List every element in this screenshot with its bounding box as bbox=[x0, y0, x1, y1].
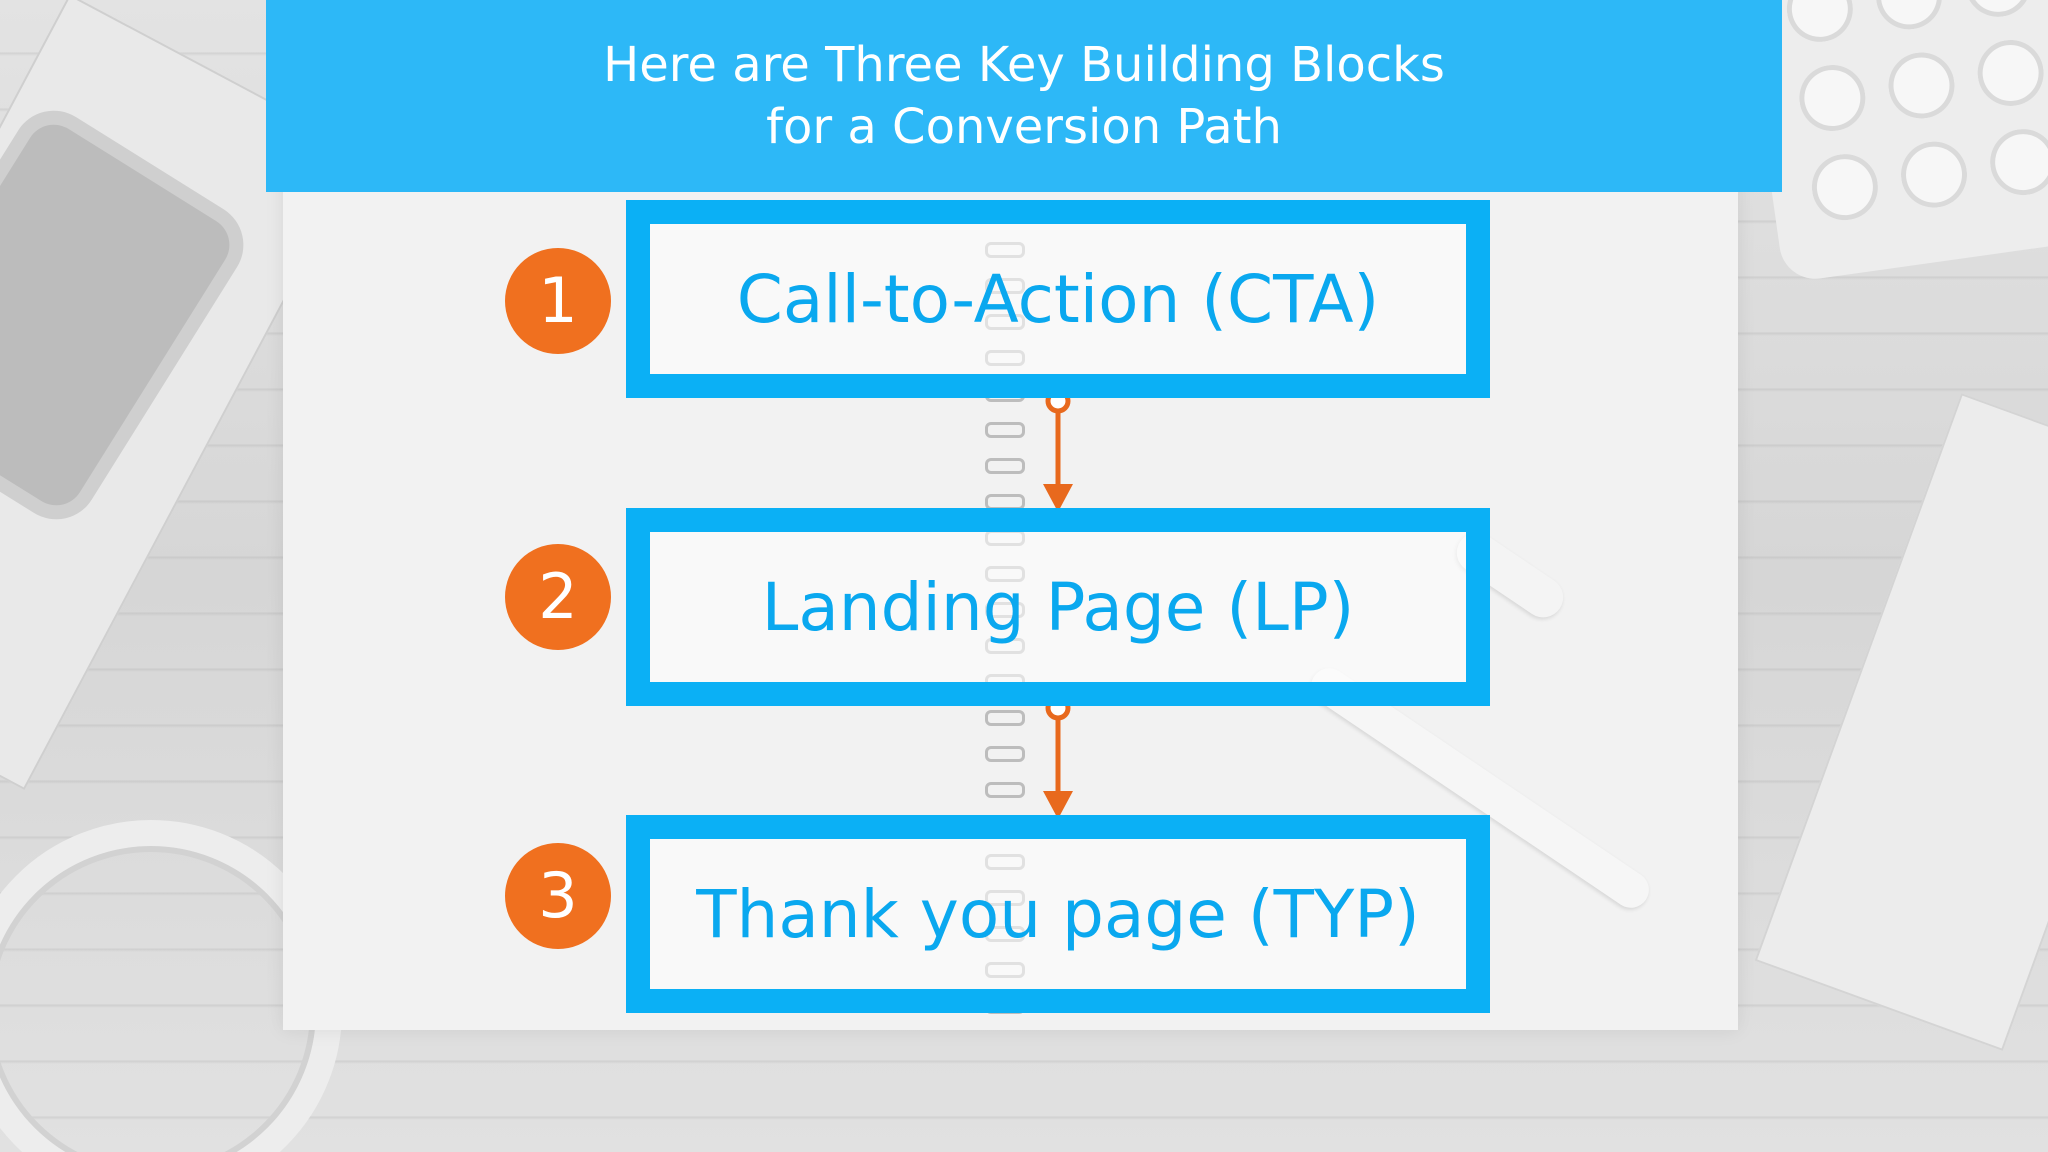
paint-palette-image bbox=[1738, 0, 2048, 284]
step-box-typ: Thank you page (TYP) bbox=[626, 815, 1490, 1013]
step-number: 3 bbox=[538, 859, 578, 932]
spiral-ring bbox=[985, 458, 1025, 474]
title-line-1: Here are Three Key Building Blocks bbox=[603, 37, 1445, 93]
spiral-ring bbox=[985, 710, 1025, 726]
title-banner: Here are Three Key Building Blocks for a… bbox=[266, 0, 1782, 192]
step-number-badge: 1 bbox=[505, 248, 611, 354]
step-label: Thank you page (TYP) bbox=[696, 875, 1420, 953]
title-line-2: for a Conversion Path bbox=[766, 99, 1282, 155]
step-number: 2 bbox=[538, 560, 578, 633]
step-number: 1 bbox=[538, 264, 578, 337]
spiral-ring bbox=[985, 746, 1025, 762]
step-label: Landing Page (LP) bbox=[761, 568, 1355, 646]
spiral-ring bbox=[985, 422, 1025, 438]
spiral-ring bbox=[985, 782, 1025, 798]
step-number-badge: 3 bbox=[505, 843, 611, 949]
step-label: Call-to-Action (CTA) bbox=[736, 260, 1380, 338]
step-box-cta: Call-to-Action (CTA) bbox=[626, 200, 1490, 398]
step-box-lp: Landing Page (LP) bbox=[626, 508, 1490, 706]
step-number-badge: 2 bbox=[505, 544, 611, 650]
